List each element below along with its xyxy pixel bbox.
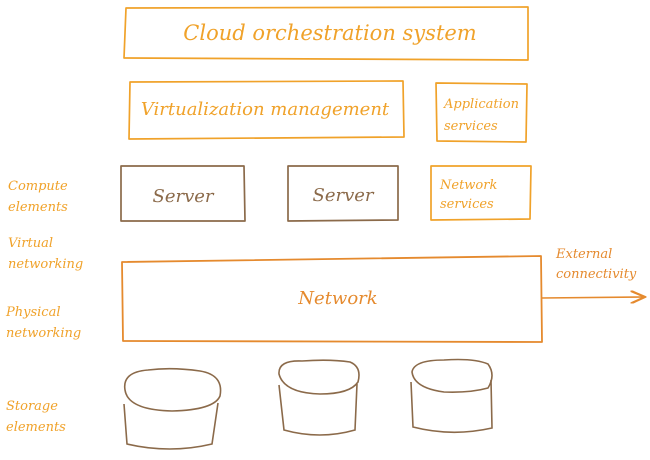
external-connectivity-arrow [540,297,645,298]
storage-cylinder [278,359,360,436]
network-services-label-line2: services [440,197,494,212]
external-connectivity-label-line1: External [555,247,612,262]
physical-networking-label-line2: networking [6,326,81,341]
application-services-label-line2: services [444,119,498,134]
application-services-label-line1: Application [443,97,519,112]
compute-elements-label-line1: Compute [8,179,68,194]
server-left-label: Server [152,186,214,207]
cloud-orchestration-box: Cloud orchestration system [123,6,529,61]
application-services-box: Application services [435,82,528,143]
external-connectivity-label-line2: connectivity [556,267,637,282]
virtualization-management-label: Virtualization management [141,99,390,120]
virtual-networking-label-line1: Virtual [8,236,53,251]
storage-cylinder [123,367,222,450]
storage-elements-label-line2: elements [6,420,66,435]
storage-cylinder [410,358,493,434]
server-right-label: Server [312,185,374,206]
compute-elements-label-line2: elements [8,200,68,215]
server-box-right: Server [287,165,399,222]
network-box: Network [121,255,543,343]
storage-elements-label-line1: Storage [6,399,58,414]
server-box-left: Server [120,165,246,222]
network-label: Network [297,288,377,309]
virtualization-management-box: Virtualization management [128,80,405,140]
network-services-box: Network services [430,165,532,221]
network-services-label-line1: Network [439,178,497,193]
virtual-networking-label-line2: networking [8,257,83,272]
cloud-orchestration-label: Cloud orchestration system [183,21,476,45]
physical-networking-label-line1: Physical [5,305,60,320]
